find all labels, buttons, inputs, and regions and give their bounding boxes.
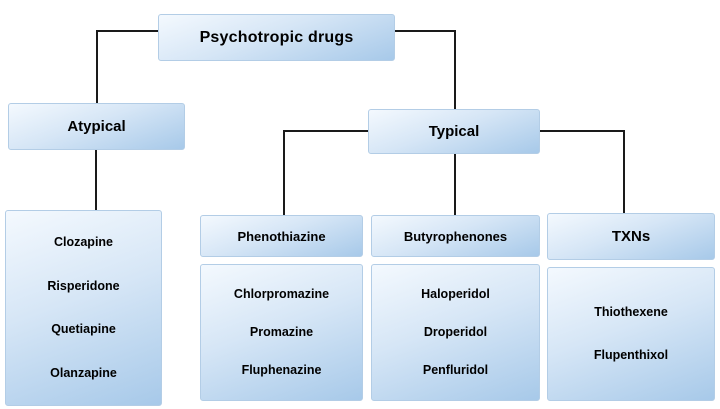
connector-typical-to-phenothiazine-vertical [283, 130, 285, 216]
connector-root-to-typical-horizontal [394, 30, 456, 32]
drug-item: Quetiapine [51, 322, 116, 337]
node-atypical: Atypical [8, 103, 185, 150]
drug-item: Risperidone [47, 278, 120, 293]
drug-item: Promazine [249, 324, 314, 339]
node-butyrophenones: Butyrophenones [371, 215, 540, 257]
drug-item: Flupenthixol [593, 347, 669, 362]
node-txns: TXNs [547, 213, 715, 260]
connector-typical-to-phenothiazine-horizontal [283, 130, 369, 132]
drug-item: Droperidol [423, 324, 488, 339]
connector-atypical-to-drugs [95, 149, 97, 211]
node-typical-label: Typical [428, 123, 480, 140]
connector-typical-to-txns-horizontal [539, 130, 625, 132]
node-butyrophenones-label: Butyrophenones [403, 228, 508, 244]
drug-item: Penfluridol [422, 363, 489, 378]
list-butyrophenones-drugs: Haloperidol Droperidol Penfluridol [371, 264, 540, 401]
node-typical: Typical [368, 109, 540, 154]
list-txns-drugs: Thiothexene Flupenthixol [547, 267, 715, 401]
drug-item: Haloperidol [421, 286, 490, 301]
connector-root-to-atypical-vertical [96, 30, 98, 104]
connector-root-to-atypical-horizontal [96, 30, 159, 32]
drug-item: Thiothexene [594, 305, 668, 320]
connector-typical-to-txns-vertical [623, 130, 625, 214]
node-atypical-label: Atypical [67, 118, 126, 135]
connector-typical-to-butyrophenones [454, 153, 456, 216]
node-txns-label: TXNs [611, 228, 651, 245]
drug-item: Clozapine [53, 235, 114, 250]
drug-item: Olanzapine [50, 365, 117, 380]
node-phenothiazine: Phenothiazine [200, 215, 363, 257]
connector-root-to-typical-vertical [454, 30, 456, 110]
node-psychotropic-drugs: Psychotropic drugs [158, 14, 395, 61]
node-psychotropic-drugs-label: Psychotropic drugs [199, 28, 354, 46]
drug-item: Fluphenazine [241, 363, 322, 378]
drug-item: Chlorpromazine [233, 286, 330, 301]
list-phenothiazine-drugs: Chlorpromazine Promazine Fluphenazine [200, 264, 363, 401]
list-atypical-drugs: Clozapine Risperidone Quetiapine Olanzap… [5, 210, 162, 406]
node-phenothiazine-label: Phenothiazine [237, 228, 326, 244]
